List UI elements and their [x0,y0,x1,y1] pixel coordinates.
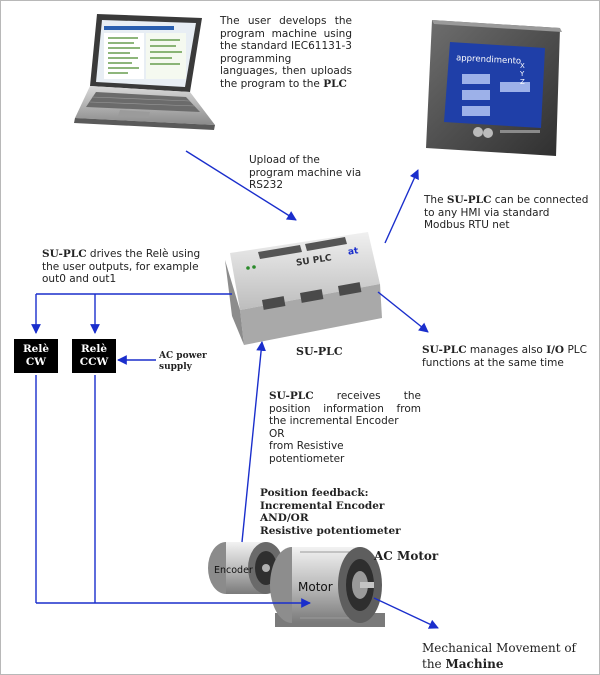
laptop-illustration [74,14,215,130]
relay-cw: Relè CW [14,339,58,373]
user-develops-plc: PLC [323,77,347,90]
feedback-line-2: Incremental Encoder [260,499,385,512]
ac-power-line1: AC power [159,351,207,361]
relay-cw-line2: CW [25,355,47,368]
manages-text-io: I/O [546,344,565,356]
relay-cw-line1: Relè [22,343,50,355]
receives-text-bold: SU-PLC [269,390,314,402]
su-plc-device [225,232,382,345]
manages-text: SU-PLC manages also I/O PLC functions at… [422,344,594,369]
relay-ccw-line2: CCW [79,355,109,368]
hmi-text-bold: SU-PLC [446,194,492,206]
feedback-line-3: AND/OR [260,512,309,524]
plc-device-logo: at [347,246,360,258]
feedback-line-1: Position feedback: [260,487,369,499]
ac-motor-label: AC Motor [374,549,439,563]
hmi-axis-y: Y [520,70,525,78]
manages-text-bold: SU-PLC [422,344,467,356]
motor-label: Motor [298,580,333,594]
manages-text-rest: PLC functions at the same time [422,344,587,369]
arrow-plc-to-hmi [384,169,419,244]
position-feedback-label: Position feedback: Incremental Encoder A… [260,487,401,537]
user-develops-text: The user develops the program machine us… [220,15,352,90]
arrow-plc-to-io [377,291,429,333]
ac-power-line2: supply [159,362,192,372]
connector-lines [31,150,439,629]
receives-text-rest: receives the position information from t… [269,390,421,427]
hmi-screen-axes: X Y Z [520,62,525,86]
upload-text: Upload of the program machine via RS232 [249,154,362,191]
receives-or: OR [269,427,285,440]
hmi-axis-x: X [520,62,525,70]
drives-text: SU-PLC drives the Relè using the user ou… [42,248,212,286]
drives-text-rest: drives the Relè using the user outputs, … [42,248,201,285]
encoder-label: Encoder [214,565,253,576]
arrow-laptop-to-plc [185,150,297,221]
drives-text-bold: SU-PLC [42,248,87,260]
hmi-text-rest: can be connected to any HMI via standard… [424,194,589,231]
hmi-text: The SU-PLC can be connected to any HMI v… [424,194,590,232]
su-plc-caption: SU-PLC [296,345,343,358]
mech-line2: the Machine [422,656,576,672]
manages-text-mid: manages also [469,344,543,356]
user-develops-body: The user develops the program machine us… [220,15,352,90]
ac-power-label: AC power supply [159,351,207,373]
mech-bold: Machine [445,657,504,671]
mech-line1: Mechanical Movement of [422,641,576,655]
hmi-axis-z: Z [520,78,525,86]
relay-ccw-line1: Relè [80,343,108,355]
feedback-line-4: Resistive potentiometer [260,524,401,537]
mechanical-movement-label: Mechanical Movement of the Machine [422,640,576,672]
hmi-text-prefix: The [424,194,444,206]
arrow-encoder-to-plc [241,341,266,543]
receives-text: SU-PLC receives the position information… [269,390,421,465]
hmi-panel-illustration [426,20,562,156]
receives-pot: from Resistive potentiometer [269,440,345,465]
motor-assembly [208,542,385,627]
relay-ccw: Relè CCW [72,339,116,373]
mech-prefix: the [422,657,442,671]
receives-main: SU-PLC receives the position information… [269,390,421,428]
arrow-motor-to-machine [373,597,439,629]
